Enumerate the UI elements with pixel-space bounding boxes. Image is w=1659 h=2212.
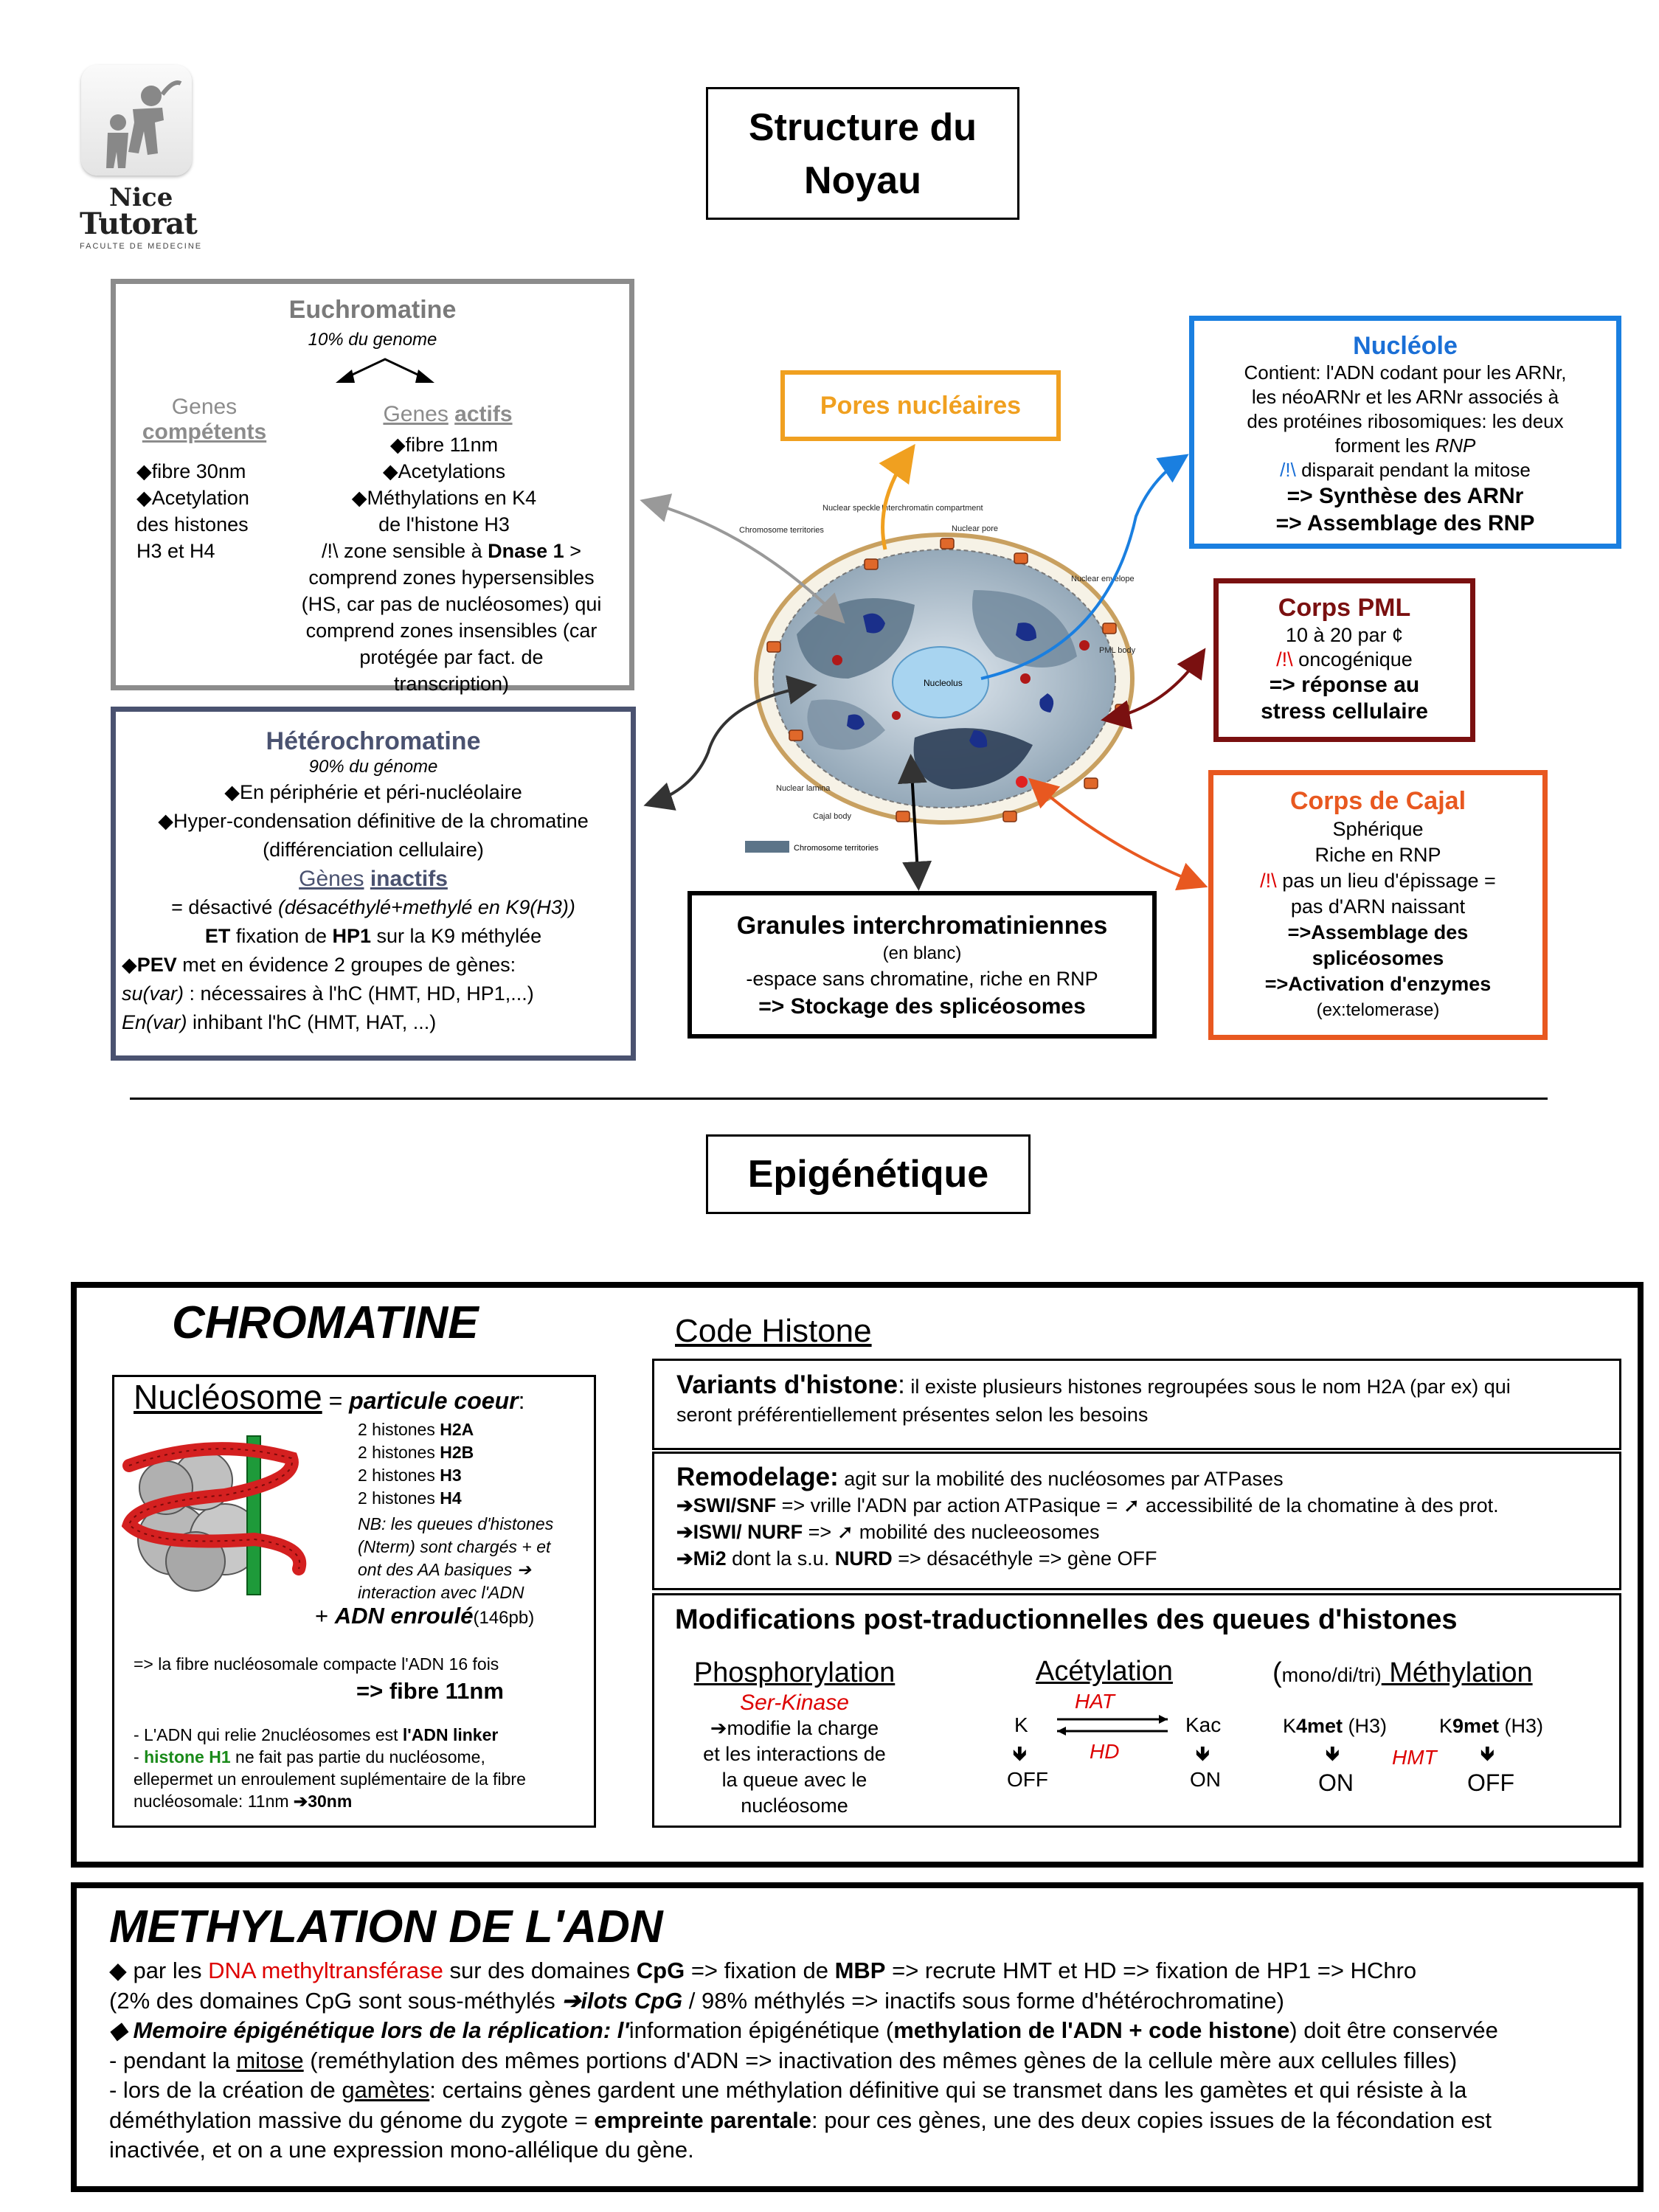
k-off: OFF: [1007, 1768, 1048, 1791]
label-cajal-body: Cajal body: [813, 812, 851, 821]
cajal-body-dot: [1016, 776, 1028, 788]
heterochromatine-box: Hétérochromatine 90% du génome ◆En périp…: [111, 707, 636, 1061]
kac-on: ON: [1190, 1768, 1221, 1791]
chromatine-title: CHROMATINE: [172, 1297, 479, 1348]
nucleole-box: Nucléole Contient: l'ADN codant pour les…: [1189, 316, 1621, 549]
acetylation-heading: Acétylation: [1036, 1656, 1173, 1687]
pml-box: Corps PML 10 à 20 par ¢ /!\ oncogénique …: [1213, 578, 1475, 742]
logo-text-faculte: FACULTE DE MEDECINE: [80, 242, 203, 251]
histone-list: 2 histones H2A 2 histones H2B 2 histones…: [358, 1420, 474, 1508]
k4met-label: K4met (H3): [1283, 1715, 1388, 1737]
competents-heading: Genes compétents: [142, 395, 267, 444]
actifs-list: ◆fibre 11nm ◆Acetylations ◆Méthylations …: [351, 434, 537, 535]
adn-enroule: + ADN enroulé(146pb): [315, 1603, 535, 1629]
methylation-section: METHYLATION DE L'ADN ◆ par les DNA methy…: [71, 1882, 1644, 2192]
phospho-col: Phosphorylation Ser-Kinase ➔modifie la c…: [693, 1657, 896, 1817]
label-nuclear-lamina: Nuclear lamina: [776, 784, 831, 793]
pml-body-dot: [1079, 640, 1090, 651]
k9-down-arrow-icon: 🡻: [1480, 1742, 1495, 1764]
euchromatine-subtitle: 10% du genome: [308, 330, 437, 350]
linker-notes: - L'ADN qui relie 2nucléosomes est l'ADN…: [134, 1725, 526, 1811]
acetylation-arrows-icon: [1057, 1715, 1168, 1736]
label-nuclear-speckle: Nuclear speckle: [822, 504, 880, 513]
logo-text-tutorat: Tutorat: [80, 207, 198, 241]
hd-label: HD: [1090, 1740, 1120, 1763]
pml-body-dot: [892, 711, 901, 720]
nucleolus-label: Nucleolus: [924, 678, 963, 688]
kac-label: Kac: [1185, 1713, 1222, 1736]
nucleosome-illustration: [122, 1435, 307, 1595]
page-title: Structure du Noyau: [706, 87, 1019, 220]
logo: Nice Tutorat FACULTE DE MEDECINE: [80, 65, 205, 257]
speckle: [1039, 693, 1054, 713]
split-arrows-icon: [336, 358, 434, 383]
nucleosome-box: Nucléosome = particule coeur: 2 histones…: [112, 1375, 596, 1828]
kac-down-arrow-icon: 🡻: [1196, 1742, 1210, 1764]
k-down-arrow-icon: 🡻: [1013, 1742, 1027, 1764]
label-interchromatin: Interchromatin compartment: [882, 504, 983, 513]
pores-box: Pores nucléaires: [780, 370, 1061, 441]
granules-box: Granules interchromatiniennes (en blanc)…: [688, 891, 1157, 1039]
label-chromosome-territories: Chromosome territories: [739, 526, 824, 535]
methylation-title: METHYLATION DE L'ADN: [109, 1901, 663, 1952]
speckle: [969, 730, 988, 748]
euchromatine-box: Euchromatine 10% du genome Genes compéte…: [111, 279, 634, 695]
fibre-line: => la fibre nucléosomale compacte l'ADN …: [134, 1654, 499, 1674]
logo-text-nice: Nice: [109, 183, 173, 212]
fibre-11nm: => fibre 11nm: [356, 1678, 504, 1704]
competents-list: ◆fibre 30nm ◆Acetylation des histones H3…: [136, 460, 249, 562]
nucleus-diagram: Nucleolus Chromosome territories Nuclear…: [739, 504, 1136, 853]
nucleolus-shape: [892, 646, 989, 718]
speckle: [847, 714, 865, 730]
heterochromatine-title: Hétérochromatine: [266, 727, 481, 755]
section-divider: [130, 1098, 1548, 1100]
pml-body-dot: [832, 655, 842, 665]
modifications-box: Modifications post-traductionnelles des …: [652, 1593, 1621, 1828]
euchromatine-title: Euchromatine: [288, 296, 457, 324]
legend-swatch: [745, 841, 789, 853]
label-nuclear-pore: Nuclear pore: [952, 524, 998, 533]
label-pml-body: PML body: [1099, 646, 1136, 655]
k4-on: ON: [1318, 1769, 1354, 1796]
actifs-heading: Genes actifs: [383, 402, 513, 426]
dnase-note: /!\ zone sensible à Dnase 1 > comprend z…: [301, 540, 602, 695]
variants-box: Variants d'histone: il existe plusieurs …: [652, 1359, 1621, 1450]
hat-label: HAT: [1075, 1690, 1115, 1713]
histone-nb: NB: les queues d'histones (Nterm) sont c…: [358, 1514, 554, 1602]
code-histone-title: Code Histone: [675, 1313, 872, 1349]
methylation-heading: (mono/di/tri) Méthylation: [1272, 1657, 1533, 1688]
chromosome-territory: [913, 728, 1033, 789]
nucleosome-heading: Nucléosome = particule coeur:: [134, 1378, 525, 1416]
k4-down-arrow-icon: 🡻: [1326, 1742, 1340, 1764]
remodelage-box: Remodelage: agit sur la mobilité des nuc…: [652, 1452, 1621, 1590]
k9-off: OFF: [1467, 1769, 1514, 1796]
label-nuclear-envelope: Nuclear envelope: [1071, 575, 1135, 583]
logo-figures-icon: [106, 80, 182, 168]
chromosome-territory: [807, 699, 885, 750]
hmt-label: HMT: [1392, 1746, 1437, 1769]
k9met-label: K9met (H3): [1439, 1715, 1544, 1737]
modifications-title: Modifications post-traductionnelles des …: [675, 1604, 1458, 1635]
epigenetique-title: Epigénétique: [706, 1134, 1031, 1214]
cajal-box: Corps de Cajal Sphérique Riche en RNP /!…: [1208, 770, 1548, 1040]
genes-inactifs-heading: Gènes inactifs: [299, 867, 448, 891]
legend-label: Chromosome territories: [794, 844, 879, 853]
speckle: [863, 613, 885, 634]
pml-body-dot: [1020, 673, 1031, 684]
k-label: K: [1014, 1713, 1028, 1736]
